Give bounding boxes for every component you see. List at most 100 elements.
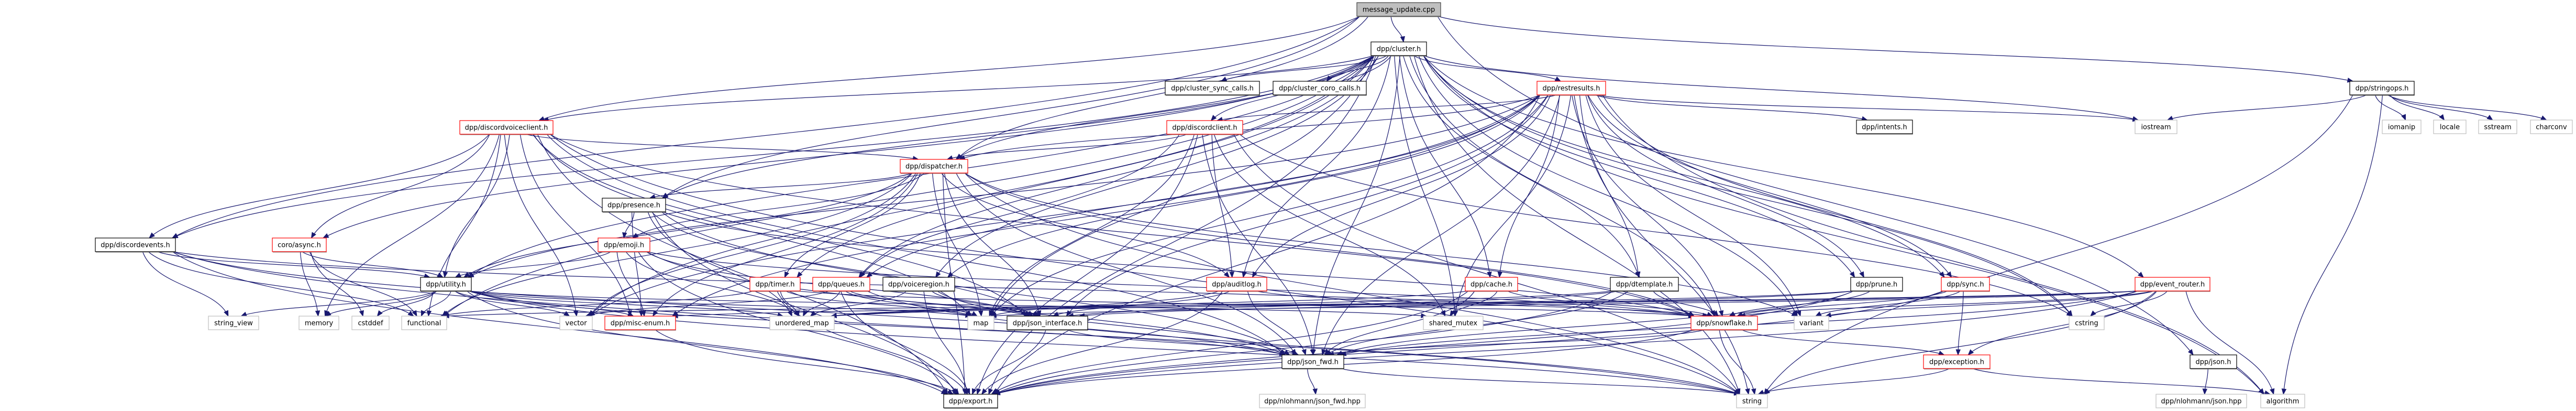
node-queues[interactable]: dpp/queues.h <box>812 277 870 292</box>
edge-cluster-to-async <box>323 55 1375 239</box>
arrowhead-icon <box>573 310 579 317</box>
edge-auditlog-to-json-fwd <box>1247 290 1306 355</box>
edge-utility-to-string <box>468 290 1740 395</box>
node-box <box>2190 354 2237 369</box>
node-json-interface[interactable]: dpp/json_interface.h <box>1007 316 1088 331</box>
edge-event-router-to-algorithm <box>2185 290 2274 395</box>
node-cluster[interactable]: dpp/cluster.h <box>1370 41 1427 57</box>
arrowhead-icon <box>935 271 941 278</box>
edge-dispatcher-to-presence <box>649 172 913 199</box>
arrowhead-icon <box>947 272 954 278</box>
node-box <box>602 198 666 212</box>
node-box <box>1465 277 1518 291</box>
edge-discordvoiceclient-to-snowflake <box>549 134 1695 317</box>
node-dtemplate[interactable]: dpp/dtemplate.h <box>1610 277 1679 292</box>
arrowhead-icon <box>1497 272 1502 278</box>
node-charconv: charconv <box>2530 120 2573 134</box>
node-intents[interactable]: dpp/intents.h <box>1856 120 1913 135</box>
arrowhead-icon <box>1751 388 1756 395</box>
edge-discordvoiceclient-to-json-fwd <box>546 134 1286 355</box>
node-cache[interactable]: dpp/cache.h <box>1465 277 1518 292</box>
node-async[interactable]: coro/async.h <box>272 237 327 253</box>
edge-message-update-to-stringops <box>1437 16 2353 82</box>
edge-exception-to-string <box>1758 368 1950 395</box>
arrowhead-icon <box>2166 115 2174 121</box>
edge-snowflake-to-string <box>1719 329 1755 395</box>
node-sync[interactable]: dpp/sync.h <box>1941 277 1990 292</box>
edge-async-to-functional <box>309 251 417 317</box>
edge-dispatcher-to-string <box>964 172 1740 395</box>
node-event-router[interactable]: dpp/event_router.h <box>2135 277 2210 292</box>
node-voiceregion[interactable]: dpp/voiceregion.h <box>882 277 955 292</box>
node-dispatcher[interactable]: dpp/dispatcher.h <box>900 159 968 174</box>
node-discordclient[interactable]: dpp/discordclient.h <box>1166 120 1243 135</box>
node-box <box>943 394 998 408</box>
edge-dispatcher-to-map <box>932 172 982 317</box>
node-box <box>1736 394 1768 408</box>
node-message-update[interactable]: message_update.cpp <box>1356 2 1441 17</box>
edge-event-router-to-variant <box>1825 290 2155 317</box>
edge-voiceregion-to-unordered-map <box>810 290 907 317</box>
node-auditlog[interactable]: dpp/auditlog.h <box>1206 277 1267 292</box>
edge-restresults-to-json-fwd <box>1322 94 1561 355</box>
node-export[interactable]: dpp/export.h <box>943 394 998 409</box>
edge-presence-to-json-interface <box>651 211 1033 317</box>
node-restresults[interactable]: dpp/restresults.h <box>1536 81 1606 96</box>
edge-snowflake-to-json-fwd <box>1328 329 1706 355</box>
edge-discordvoiceclient-to-vector <box>504 134 577 317</box>
edge-dtemplate-to-export <box>994 290 1614 395</box>
edge-utility-to-vector <box>455 290 570 317</box>
edge-restresults-to-variant <box>1585 94 1801 317</box>
edge-cluster-to-string <box>1413 55 1740 395</box>
node-json-fwd[interactable]: dpp/json_fwd.h <box>1281 354 1344 370</box>
arrowhead-icon <box>989 310 994 317</box>
edge-discordclient-to-shared-mutex <box>1213 134 1446 317</box>
node-label: dpp/cache.h <box>1471 281 1512 289</box>
node-emoji[interactable]: dpp/emoji.h <box>598 237 650 253</box>
edge-sync-to-variant <box>1815 290 1961 317</box>
node-box <box>1423 316 1484 330</box>
node-label: variant <box>1799 320 1823 328</box>
edge-restresults-to-cstring <box>1597 94 2073 317</box>
node-label: dpp/event_router.h <box>2140 281 2205 289</box>
edge-restresults-to-dispatcher <box>959 94 1541 160</box>
node-snowflake[interactable]: dpp/snowflake.h <box>1690 316 1758 331</box>
node-box <box>812 277 870 291</box>
edge-utility-to-string-view <box>241 290 437 317</box>
node-box <box>1356 2 1441 17</box>
node-json[interactable]: dpp/json.h <box>2190 354 2237 370</box>
node-algorithm: algorithm <box>2260 394 2305 408</box>
edge-dispatcher-to-utility <box>463 172 912 278</box>
arrowhead-icon <box>1310 349 1315 356</box>
node-stringops[interactable]: dpp/stringops.h <box>2349 81 2415 96</box>
edge-discordvoiceclient-to-memory <box>325 134 500 317</box>
node-misc-enum[interactable]: dpp/misc-enum.h <box>604 316 676 331</box>
node-exception[interactable]: dpp/exception.h <box>1923 354 1991 370</box>
edge-dispatcher-to-export <box>942 172 966 395</box>
edge-cluster-to-json-fwd <box>1312 55 1400 355</box>
node-presence[interactable]: dpp/presence.h <box>602 198 666 213</box>
edge-message-update-to-discordevents <box>172 16 1361 239</box>
node-box <box>272 237 327 252</box>
edge-dispatcher-to-misc-enum <box>653 172 918 317</box>
arrowhead-icon <box>412 310 417 317</box>
node-box <box>900 159 968 174</box>
node-cluster-coro-calls[interactable]: dpp/cluster_coro_calls.h <box>1273 81 1367 96</box>
node-nlohmann-json-fwd: dpp/nlohmann/json_fwd.hpp <box>1259 394 1366 408</box>
arrowhead-icon <box>1223 272 1230 278</box>
node-box <box>598 237 650 252</box>
edge-dispatcher-to-timer <box>784 172 921 278</box>
node-cluster-sync-calls[interactable]: dpp/cluster_sync_calls.h <box>1165 81 1260 96</box>
node-timer[interactable]: dpp/timer.h <box>749 277 801 292</box>
node-label: unordered_map <box>775 320 829 328</box>
edge-event-router-to-exception <box>1967 290 2158 355</box>
node-prune[interactable]: dpp/prune.h <box>1850 277 1903 292</box>
node-utility[interactable]: dpp/utility.h <box>420 277 472 292</box>
node-label: iostream <box>2141 124 2171 132</box>
node-discordevents[interactable]: dpp/discordevents.h <box>95 237 176 253</box>
node-discordvoiceclient[interactable]: dpp/discordvoiceclient.h <box>459 120 554 135</box>
edge-cluster-to-functional <box>443 55 1375 317</box>
node-label: message_update.cpp <box>1363 6 1435 14</box>
arrowhead-icon <box>1450 310 1455 317</box>
